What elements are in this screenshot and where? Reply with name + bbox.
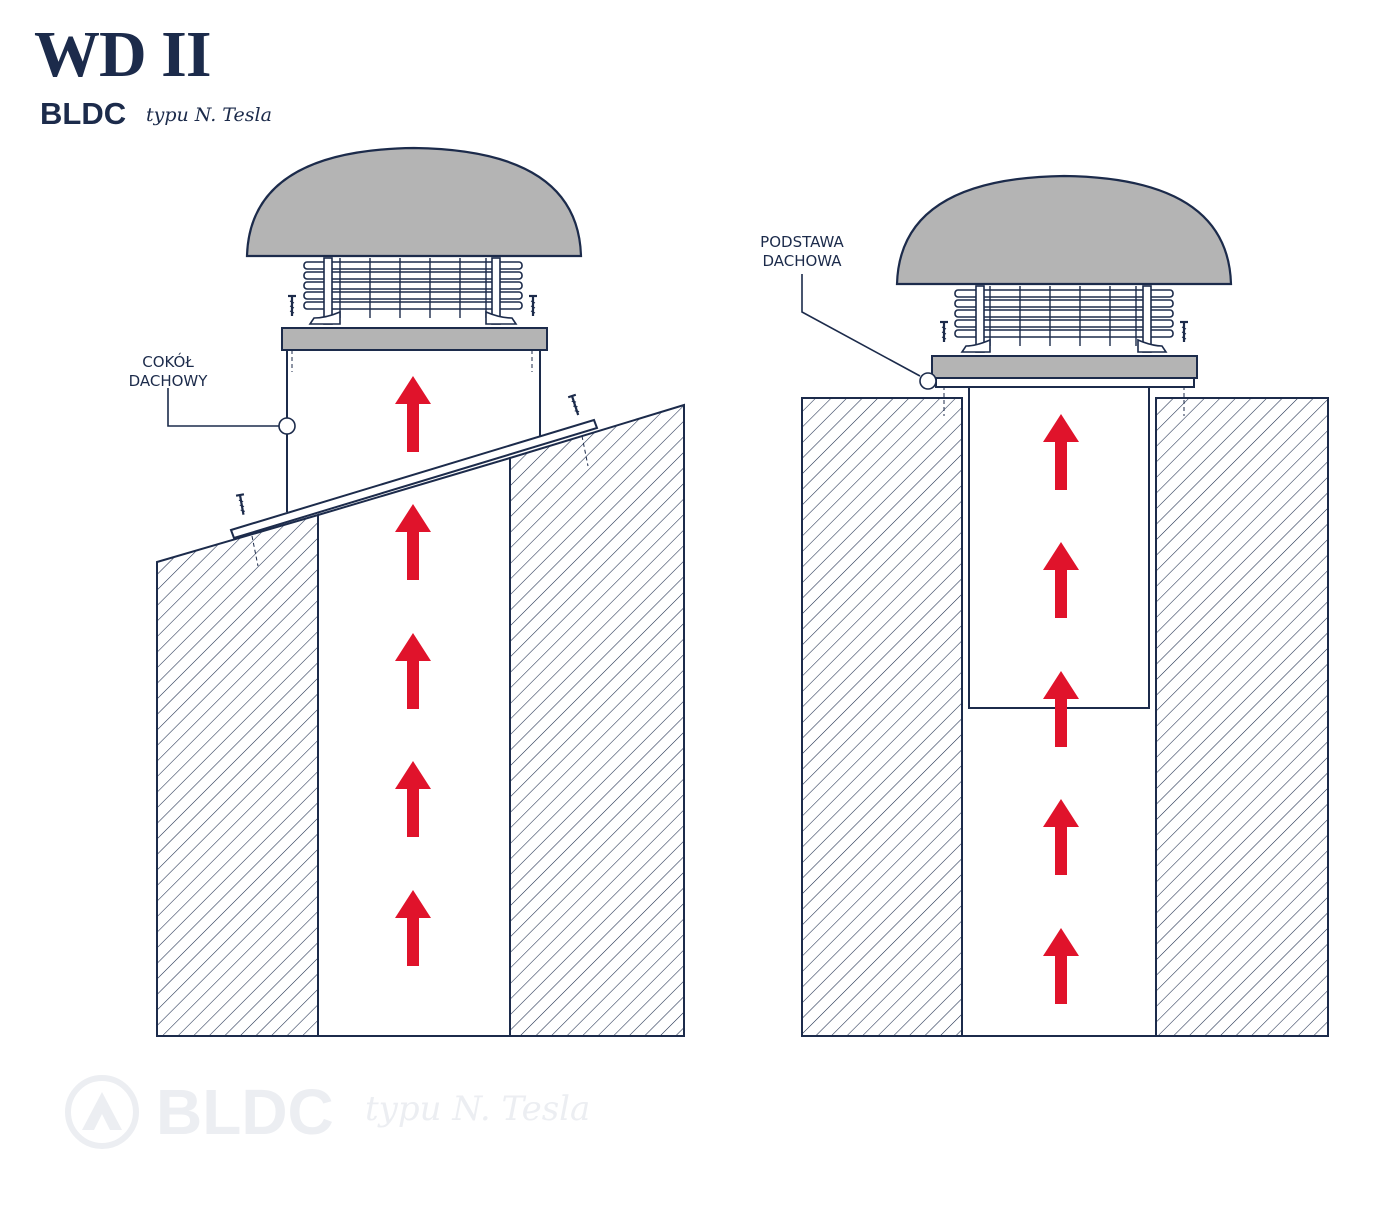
brand-script-subtitle: typu N. Tesla — [146, 104, 272, 126]
label-dachowy: DACHOWY — [129, 372, 209, 390]
screw-icon — [234, 493, 249, 517]
label-cokol: COKÓŁ — [142, 352, 194, 371]
airflow-arrow-icon — [395, 376, 431, 452]
brand-subtitle: BLDC — [40, 96, 127, 131]
watermark-text: BLDC — [156, 1076, 334, 1148]
left-roof-wall-right — [509, 403, 685, 1037]
right-roof-base — [935, 377, 1195, 388]
right-roof-wall-left — [801, 397, 963, 1037]
screw-icon — [1178, 320, 1190, 344]
airflow-arrow-icon — [1043, 799, 1079, 875]
label-podstawa: PODSTAWA — [760, 233, 844, 251]
right-installation: PODSTAWA DACHOWA — [760, 174, 1329, 1037]
airflow-arrow-icon — [395, 761, 431, 837]
label-dachowa: DACHOWA — [762, 252, 842, 270]
watermark-script: typu N. Tesla — [365, 1089, 591, 1129]
airflow-arrow-icon — [395, 633, 431, 709]
roof-fan-icon — [245, 146, 583, 351]
right-roof-wall-right — [1155, 397, 1329, 1037]
left-installation: COKÓŁ DACHOWY — [129, 146, 685, 1037]
left-roof-wall-left — [156, 513, 319, 1037]
screw-icon — [527, 294, 539, 318]
roof-fan-icon — [895, 174, 1233, 379]
bldc-logo-icon — [65, 1075, 139, 1149]
left-curb-flange — [229, 418, 599, 540]
airflow-arrow-icon — [395, 890, 431, 966]
airflow-arrow-icon — [395, 504, 431, 580]
screw-icon — [938, 320, 950, 344]
airflow-arrow-icon — [1043, 928, 1079, 1004]
screw-icon — [286, 294, 298, 318]
screw-icon — [567, 393, 584, 418]
product-title: WD II — [34, 18, 212, 91]
